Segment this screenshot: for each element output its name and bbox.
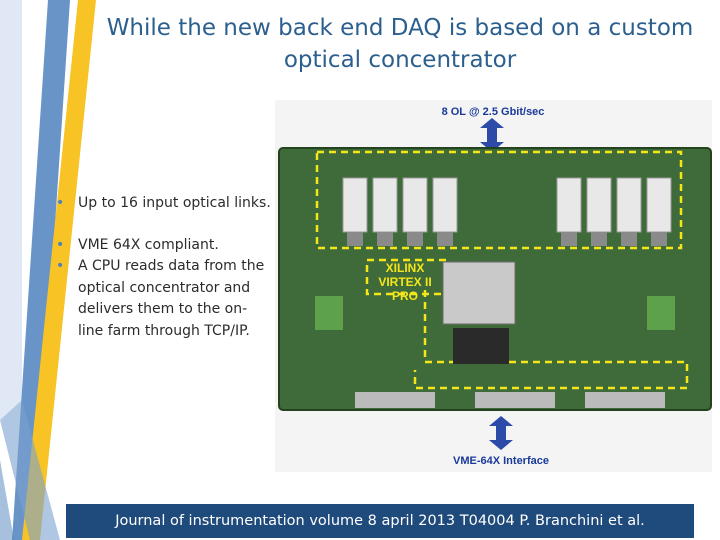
chip-label-2: VIRTEX II <box>378 275 431 289</box>
bullet-item: • VME 64X compliant. <box>52 235 272 257</box>
bullet-marker: • <box>56 236 65 253</box>
title-line-2: optical concentrator <box>283 47 517 73</box>
chip-label-1: XILINX <box>386 261 425 275</box>
citation-text: Journal of instrumentation volume 8 apri… <box>115 513 645 529</box>
vme-connector <box>475 392 555 408</box>
title-line-1: While the new back end DAQ is based on a… <box>106 15 694 41</box>
bullet-list: • Up to 16 input optical links. • VME 64… <box>52 193 272 342</box>
chip-label-3: PRO <box>392 289 418 303</box>
bullet-text: A CPU reads data from the optical concen… <box>78 258 265 339</box>
label-vme-interface: VME-64X Interface <box>453 455 549 467</box>
bullet-marker: • <box>56 195 65 211</box>
bullet-marker: • <box>56 258 65 274</box>
vme-connector <box>585 392 665 408</box>
fpga-chip <box>442 261 516 325</box>
footer-citation: Journal of instrumentation volume 8 apri… <box>66 504 694 538</box>
board-photo: 8 OL @ 2.5 Gbit/sec XILINX VIRTEX II PRO <box>275 100 712 472</box>
bullet-text: VME 64X compliant. <box>78 236 219 253</box>
bullet-item: • Up to 16 input optical links. <box>52 193 272 215</box>
bullet-text: Up to 16 input optical links. <box>78 195 271 211</box>
bottom-arrow-icon <box>489 416 513 450</box>
cpu-chip <box>453 328 509 364</box>
vme-connector <box>355 392 435 408</box>
side-module <box>315 296 343 330</box>
side-module <box>647 296 675 330</box>
label-optical-links: 8 OL @ 2.5 Gbit/sec <box>442 106 545 118</box>
bullet-item: • A CPU reads data from the optical conc… <box>52 256 272 342</box>
slide-title: While the new back end DAQ is based on a… <box>80 12 720 76</box>
